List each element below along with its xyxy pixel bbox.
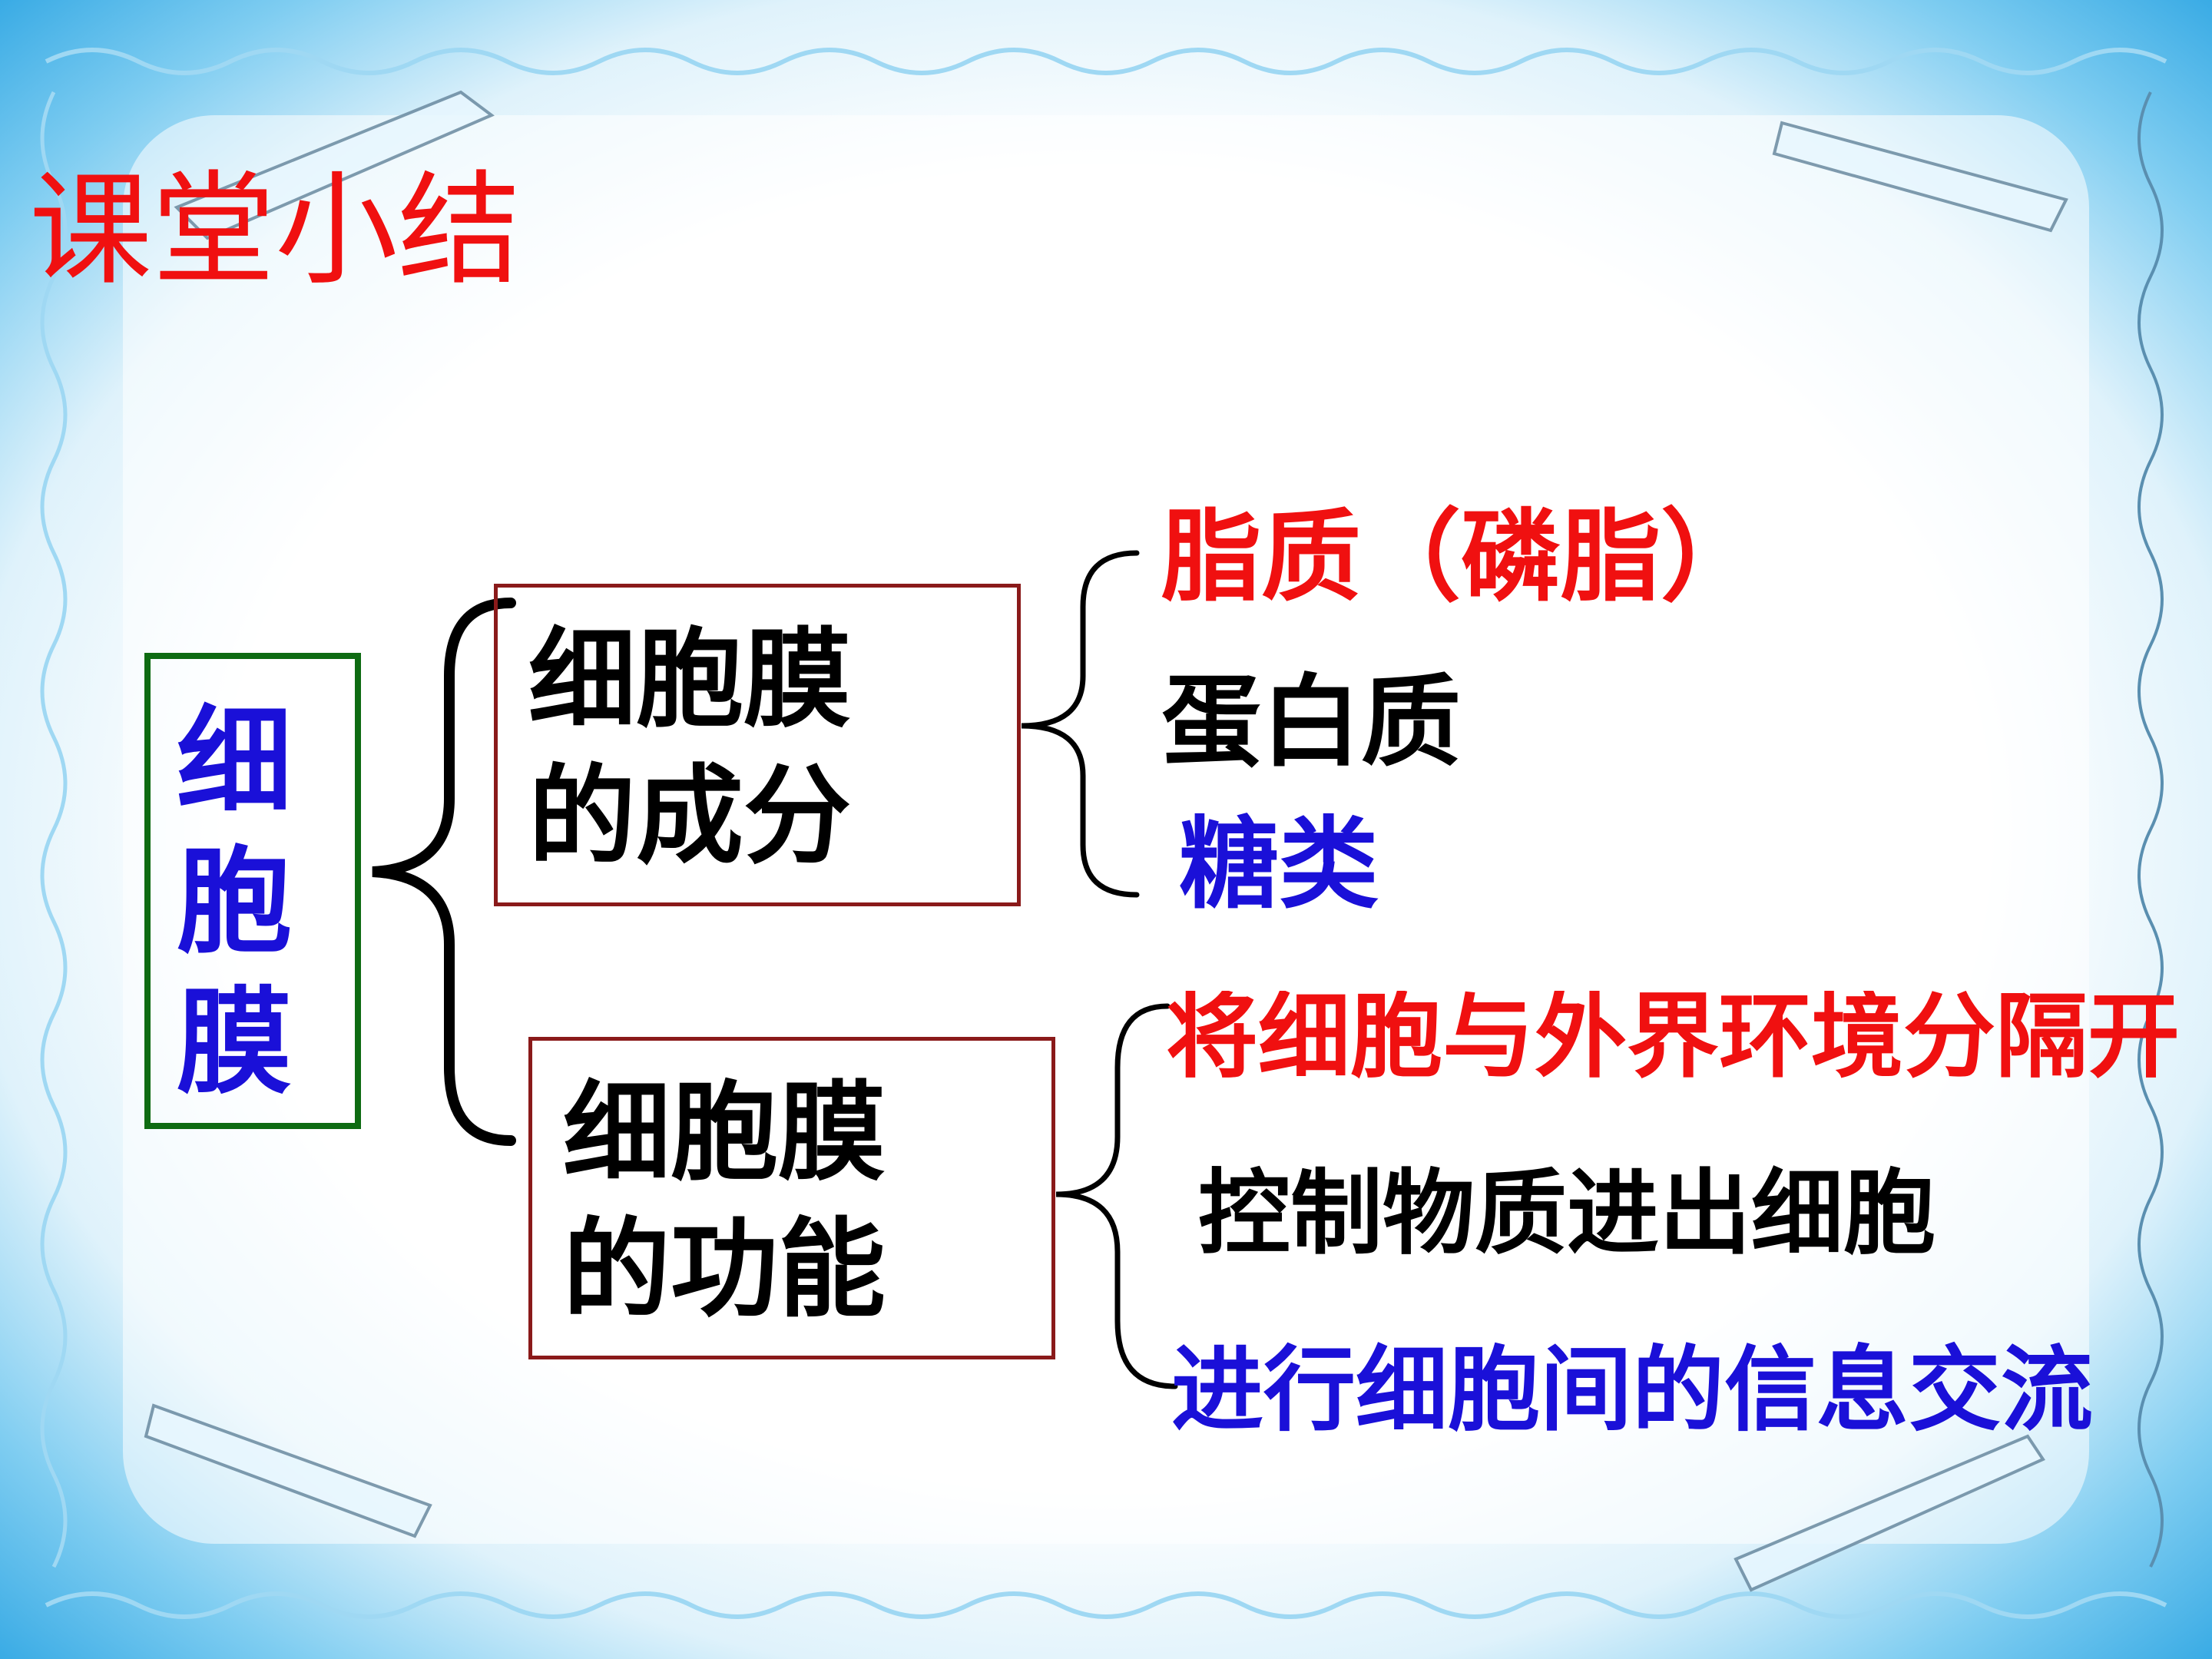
function-heading-line2: 的功能 — [563, 1207, 886, 1333]
composition-item-protein: 蛋白质 — [1161, 663, 1462, 780]
composition-item-sugar: 糖类 — [1179, 805, 1379, 922]
root-char: 膜 — [177, 975, 293, 1110]
function-item-control: 控制物质进出细胞 — [1198, 1159, 1936, 1267]
pen-icon — [144, 90, 2068, 1592]
root-node-box: 细 胞 膜 — [144, 653, 361, 1129]
page-title: 课堂小结 — [29, 158, 522, 302]
function-node-box: 细胞膜 的功能 — [528, 1037, 1055, 1359]
function-item-separate: 将细胞与外界环境分隔开 — [1166, 991, 2180, 1083]
composition-item-lipid: 脂质（磷脂） — [1161, 498, 1761, 615]
root-node-label: 细 胞 膜 — [177, 691, 292, 1113]
root-char: 胞 — [177, 834, 293, 969]
composition-heading-line2: 的成分 — [528, 753, 852, 879]
function-heading-line1: 细胞膜 — [563, 1070, 886, 1196]
composition-heading-line1: 细胞膜 — [528, 617, 852, 743]
root-char: 细 — [177, 694, 293, 829]
function-item-communicate: 进行细胞间的信息交流 — [1171, 1336, 2093, 1444]
composition-node-box: 细胞膜 的成分 — [494, 584, 1021, 906]
